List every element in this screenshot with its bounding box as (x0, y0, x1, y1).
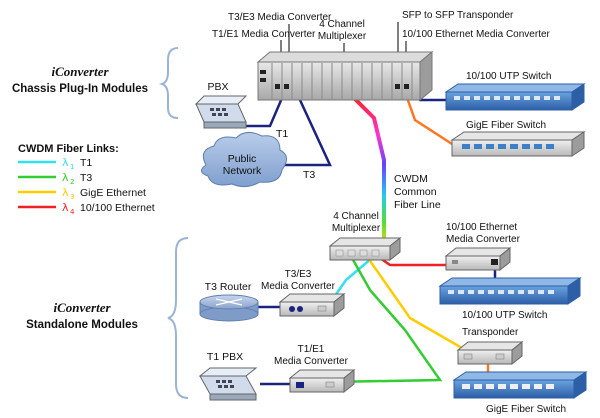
legend-title: CWDM Fiber Links: (18, 143, 119, 155)
gige-switch-top-ports (462, 144, 554, 149)
utp-switch-bottom (438, 277, 582, 305)
label-sfp-transponder: SFP to SFP Transponder (402, 10, 514, 21)
legend-lambda-3: λ (62, 186, 69, 199)
label-eth-converter: 10/100 Ethernet Media Converter (402, 29, 551, 40)
gige-switch-top-label: GigE Fiber Switch (466, 120, 546, 131)
chassis-section-title: iConverter (51, 64, 109, 79)
legend-subscript-4: 4 (70, 208, 75, 216)
chassis-ports (260, 70, 409, 89)
t3e3-media-converter-bottom (278, 292, 346, 318)
cwdm-label-line2: Common (394, 186, 437, 198)
public-network-cloud (201, 132, 287, 188)
legend-label-4: 10/100 Ethernet (80, 202, 155, 214)
chassis-section-subtitle: Chassis Plug-In Modules (12, 83, 148, 95)
legend-subscript-1: 1 (70, 163, 74, 171)
gige-switch-bottom-ports (462, 384, 554, 389)
utp-switch-top (444, 83, 586, 111)
copper-t3-network (280, 99, 332, 167)
fiber-gige-bottom (366, 257, 463, 350)
fiber-t3-bottom (329, 257, 443, 384)
mux-bottom-line2: Multiplexer (332, 223, 381, 234)
eth-mc-label-line1: 10/100 Ethernet (446, 222, 517, 233)
label-mux-line2: Multiplexer (318, 31, 367, 42)
t1-link-label: T1 (276, 128, 288, 140)
legend-lambda-4: λ (62, 201, 69, 214)
t1-pbx-label: T1 PBX (207, 351, 243, 363)
transponder-bottom (456, 340, 524, 366)
legend-label-2: T3 (80, 172, 92, 184)
router-arrows-icon (215, 298, 243, 306)
t3e3-mc-label-line2: Media Converter (261, 281, 336, 292)
legend-lambda-2: λ (62, 171, 69, 184)
legend-label-1: T1 (80, 157, 92, 169)
cwdm-common-fiber (350, 94, 386, 250)
gige-switch-bottom (452, 371, 588, 399)
t1e1-mc-label-line2: Media Converter (274, 356, 349, 367)
label-mux-line1: 4 Channel (319, 19, 365, 30)
utp-switch-bottom-ports (448, 290, 554, 294)
public-network-line1: Public (228, 153, 257, 165)
eth-mc-label-line2: Media Converter (446, 234, 521, 245)
transponder-label: Transponder (462, 327, 519, 338)
t3-router (199, 294, 259, 322)
cwdm-label-line3: Fiber Line (394, 199, 441, 211)
pbx-label: PBX (207, 81, 228, 93)
t1e1-mc-label-line1: T1/E1 (298, 344, 325, 355)
multiplexer-bottom (328, 236, 402, 262)
eth-media-converter-bottom (444, 246, 512, 272)
t3-link-label: T3 (303, 169, 315, 181)
pbx-keypad (210, 108, 228, 116)
t1-pbx-keypad (216, 380, 234, 388)
copper-t1-pbx (244, 97, 284, 128)
mux-bottom-line1: 4 Channel (333, 211, 379, 222)
legend-lambda-1: λ (62, 156, 69, 169)
t3-router-label: T3 Router (205, 281, 252, 293)
utp-switch-top-label: 10/100 UTP Switch (466, 71, 551, 82)
gige-switch-bottom-label: GigE Fiber Switch (486, 404, 566, 415)
cwdm-label-line1: CWDM (394, 173, 428, 185)
utp-switch-bottom-label: 10/100 UTP Switch (462, 310, 547, 321)
fiber-gige-switch-top (403, 91, 453, 146)
mux-bottom-ports (335, 249, 380, 257)
legend-label-3: GigE Ethernet (80, 187, 146, 199)
standalone-section-subtitle: Standalone Modules (26, 319, 138, 331)
t1-pbx-device (198, 367, 258, 401)
utp-switch-top-ports (454, 96, 560, 100)
label-t3e3-converter: T3/E3 Media Converter (228, 12, 332, 23)
standalone-bracket (167, 237, 189, 399)
gige-switch-top (450, 131, 586, 157)
legend-subscript-3: 3 (70, 193, 74, 201)
t1e1-media-converter-bottom (288, 368, 356, 394)
standalone-section-title: iConverter (53, 300, 111, 315)
t3e3-mc-label-line1: T3/E3 (285, 269, 312, 280)
label-t1e1-converter: T1/E1 Media Converter (212, 29, 316, 40)
pbx-device (194, 95, 248, 129)
public-network-line2: Network (223, 165, 262, 177)
chassis (256, 50, 434, 102)
legend-subscript-2: 2 (70, 178, 74, 186)
chassis-bracket (158, 47, 179, 119)
chassis-slots (271, 63, 413, 99)
